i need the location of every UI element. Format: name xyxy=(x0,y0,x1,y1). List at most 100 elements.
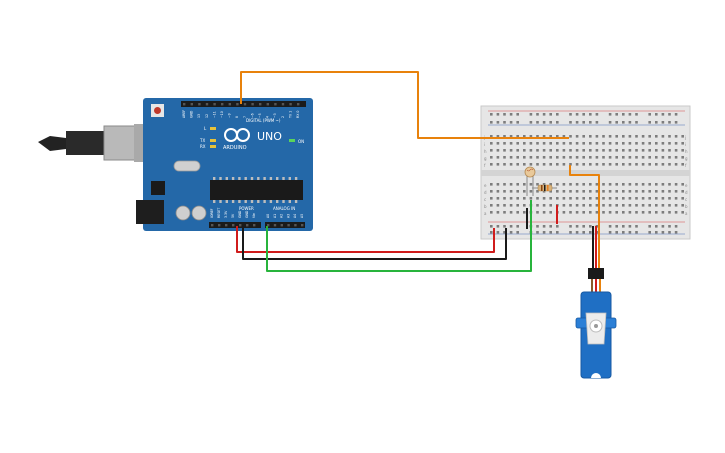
breadboard-hole[interactable] xyxy=(536,135,539,138)
breadboard-hole[interactable] xyxy=(503,211,506,214)
breadboard-hole[interactable] xyxy=(549,142,552,145)
breadboard-hole[interactable] xyxy=(628,231,632,234)
header-pin[interactable] xyxy=(225,224,228,227)
breadboard-hole[interactable] xyxy=(681,190,684,193)
breadboard-hole[interactable] xyxy=(655,142,658,145)
breadboard-hole[interactable] xyxy=(615,231,618,234)
breadboard-hole[interactable] xyxy=(490,225,493,228)
breadboard-hole[interactable] xyxy=(661,204,665,207)
breadboard-hole[interactable] xyxy=(496,231,500,234)
header-pin[interactable] xyxy=(259,103,262,106)
breadboard-hole[interactable] xyxy=(542,149,546,152)
breadboard-hole[interactable] xyxy=(655,149,658,152)
breadboard-hole[interactable] xyxy=(661,135,665,138)
breadboard-hole[interactable] xyxy=(602,163,605,166)
breadboard-hole[interactable] xyxy=(674,163,678,166)
breadboard-hole[interactable] xyxy=(575,225,579,228)
breadboard-hole[interactable] xyxy=(536,190,539,193)
breadboard-hole[interactable] xyxy=(615,163,618,166)
breadboard-hole[interactable] xyxy=(536,197,539,200)
breadboard-hole[interactable] xyxy=(516,225,519,228)
breadboard-hole[interactable] xyxy=(575,190,579,193)
breadboard-hole[interactable] xyxy=(674,121,678,124)
breadboard-hole[interactable] xyxy=(516,163,519,166)
breadboard-hole[interactable] xyxy=(661,156,665,159)
breadboard-hole[interactable] xyxy=(628,156,632,159)
header-pin[interactable] xyxy=(266,103,269,106)
breadboard-hole[interactable] xyxy=(608,225,612,228)
breadboard-hole[interactable] xyxy=(490,231,493,234)
breadboard-hole[interactable] xyxy=(509,183,513,186)
breadboard-hole[interactable] xyxy=(648,231,651,234)
breadboard-hole[interactable] xyxy=(655,211,658,214)
breadboard-hole[interactable] xyxy=(641,135,645,138)
breadboard-hole[interactable] xyxy=(575,204,579,207)
breadboard-hole[interactable] xyxy=(556,142,559,145)
breadboard-hole[interactable] xyxy=(622,113,625,116)
header-pin[interactable] xyxy=(236,103,239,106)
breadboard-hole[interactable] xyxy=(516,211,519,214)
breadboard-hole[interactable] xyxy=(608,211,612,214)
breadboard-hole[interactable] xyxy=(516,231,519,234)
breadboard-hole[interactable] xyxy=(496,211,500,214)
breadboard-hole[interactable] xyxy=(503,149,506,152)
breadboard-hole[interactable] xyxy=(628,190,632,193)
breadboard-hole[interactable] xyxy=(582,197,585,200)
breadboard-hole[interactable] xyxy=(523,163,526,166)
breadboard-hole[interactable] xyxy=(608,197,612,200)
breadboard-hole[interactable] xyxy=(575,183,579,186)
header-pin[interactable] xyxy=(243,103,247,106)
breadboard-hole[interactable] xyxy=(529,142,533,145)
breadboard-hole[interactable] xyxy=(542,113,546,116)
breadboard-hole[interactable] xyxy=(575,121,579,124)
breadboard-hole[interactable] xyxy=(549,135,552,138)
photoresistor[interactable] xyxy=(524,166,536,196)
breadboard-hole[interactable] xyxy=(529,197,533,200)
breadboard-hole[interactable] xyxy=(615,190,618,193)
breadboard-hole[interactable] xyxy=(549,225,552,228)
wire-signal-pin9[interactable] xyxy=(240,71,569,139)
breadboard-hole[interactable] xyxy=(536,156,539,159)
breadboard-hole[interactable] xyxy=(641,163,645,166)
breadboard-hole[interactable] xyxy=(655,135,658,138)
breadboard-hole[interactable] xyxy=(661,197,665,200)
breadboard-hole[interactable] xyxy=(523,204,526,207)
breadboard-hole[interactable] xyxy=(668,163,671,166)
breadboard-hole[interactable] xyxy=(641,183,645,186)
breadboard-hole[interactable] xyxy=(536,121,539,124)
header-pin[interactable] xyxy=(294,224,297,227)
breadboard-hole[interactable] xyxy=(516,121,519,124)
breadboard-hole[interactable] xyxy=(549,121,552,124)
breadboard-hole[interactable] xyxy=(496,142,500,145)
breadboard-hole[interactable] xyxy=(635,156,638,159)
breadboard-hole[interactable] xyxy=(575,135,579,138)
breadboard-hole[interactable] xyxy=(635,183,638,186)
breadboard-hole[interactable] xyxy=(496,113,500,116)
breadboard-hole[interactable] xyxy=(542,204,546,207)
breadboard-hole[interactable] xyxy=(503,190,506,193)
header-pin[interactable] xyxy=(301,224,304,227)
breadboard-hole[interactable] xyxy=(582,225,585,228)
breadboard-hole[interactable] xyxy=(622,204,625,207)
breadboard-hole[interactable] xyxy=(615,204,618,207)
breadboard-hole[interactable] xyxy=(496,156,500,159)
breadboard-hole[interactable] xyxy=(509,121,513,124)
breadboard-hole[interactable] xyxy=(628,204,632,207)
breadboard-hole[interactable] xyxy=(635,149,638,152)
breadboard-hole[interactable] xyxy=(569,142,572,145)
breadboard-hole[interactable] xyxy=(681,163,684,166)
header-pin[interactable] xyxy=(198,103,201,106)
breadboard-hole[interactable] xyxy=(641,197,645,200)
breadboard-hole[interactable] xyxy=(589,156,592,159)
breadboard-hole[interactable] xyxy=(589,142,592,145)
breadboard-hole[interactable] xyxy=(641,149,645,152)
breadboard-hole[interactable] xyxy=(542,135,546,138)
breadboard-hole[interactable] xyxy=(496,135,500,138)
breadboard-hole[interactable] xyxy=(556,163,559,166)
breadboard-hole[interactable] xyxy=(549,156,552,159)
breadboard-hole[interactable] xyxy=(503,204,506,207)
header-pin[interactable] xyxy=(232,224,235,227)
breadboard-hole[interactable] xyxy=(635,121,638,124)
breadboard-hole[interactable] xyxy=(542,121,546,124)
breadboard-hole[interactable] xyxy=(635,142,638,145)
